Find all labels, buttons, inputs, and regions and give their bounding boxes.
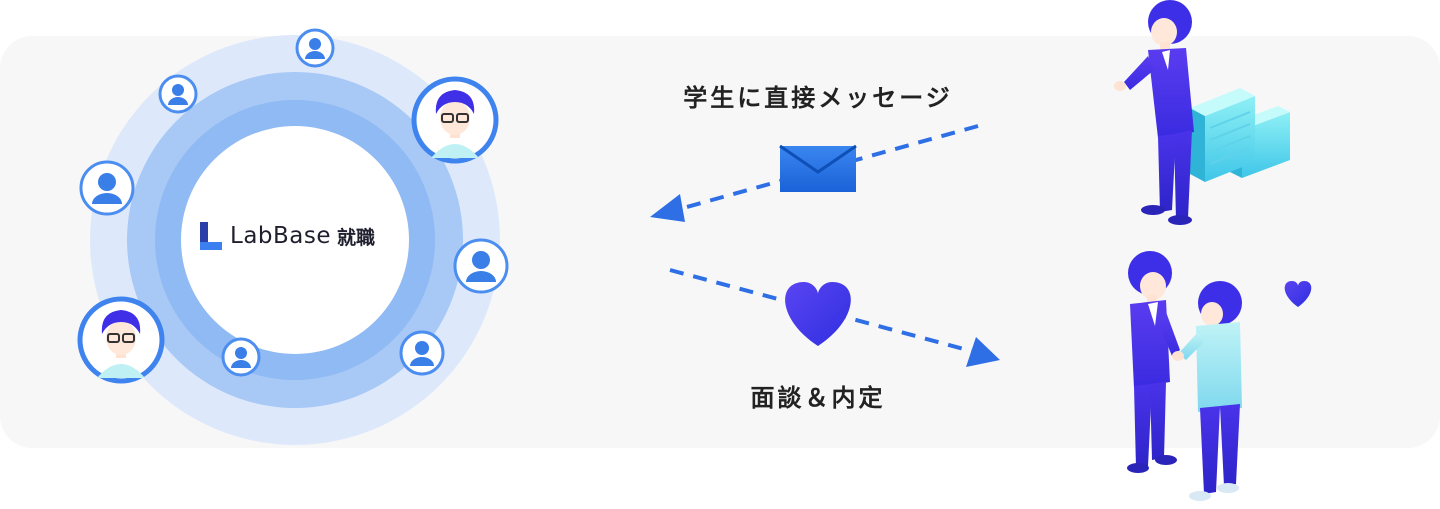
brand-name: LabBase <box>230 223 331 249</box>
user-avatar-icon <box>160 76 196 112</box>
message-caption: 学生に直接メッセージ <box>683 78 953 113</box>
brand-suffix: 就職 <box>337 223 375 250</box>
student-avatar-icon <box>80 299 162 381</box>
heart-icon <box>785 282 851 346</box>
envelope-icon <box>780 146 856 192</box>
student-avatar-icon <box>414 79 496 161</box>
user-avatar-icon <box>455 240 507 292</box>
user-avatar-icon <box>223 339 259 375</box>
interview-caption: 面談＆内定 <box>751 378 886 413</box>
heart-icon <box>1285 281 1312 307</box>
user-avatar-icon <box>401 332 443 374</box>
businessman-handshake-figure <box>1127 251 1180 473</box>
brand-logo: LabBase 就職 <box>200 222 375 250</box>
user-avatar-icon <box>81 162 133 214</box>
office-buildings-icon <box>1190 88 1290 182</box>
labbase-logo-icon <box>200 222 222 250</box>
businessman-figure <box>1114 0 1194 225</box>
student-handshake-figure <box>1172 281 1242 501</box>
user-avatar-icon <box>297 30 333 66</box>
